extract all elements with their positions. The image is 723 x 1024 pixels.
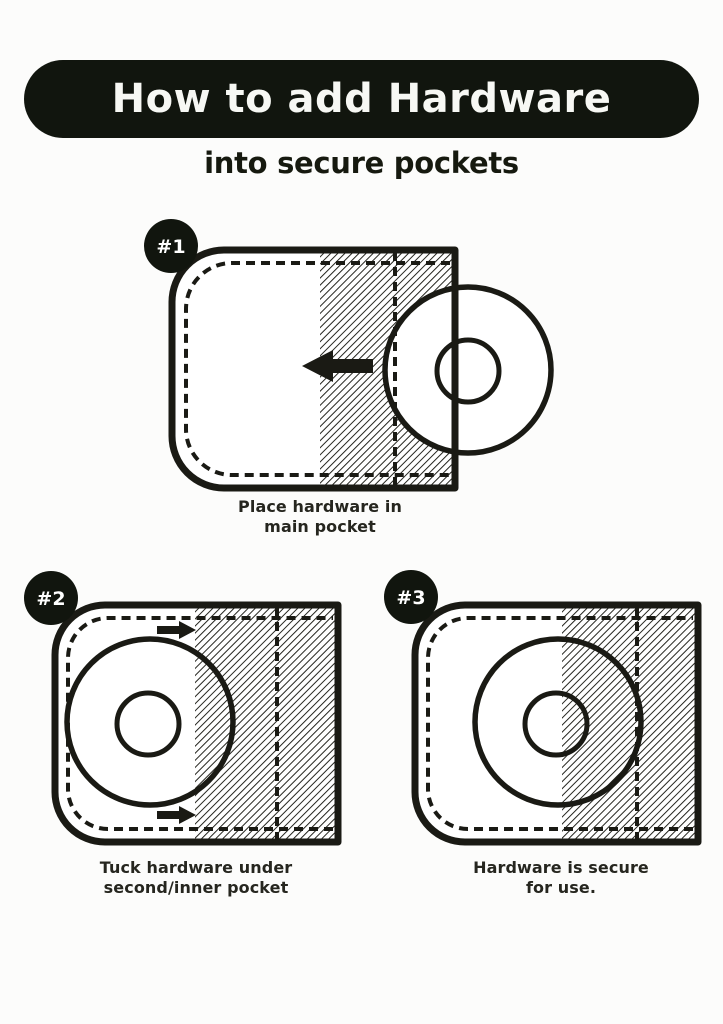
step-3-caption: Hardware is secure for use. xyxy=(473,858,649,897)
step-badge: #2 xyxy=(24,571,78,625)
page-subtitle: into secure pockets xyxy=(204,146,519,180)
pocket-outline xyxy=(168,246,459,492)
step-badge-label: #1 xyxy=(156,236,185,258)
step-1-diagram: #1 xyxy=(144,219,554,492)
arrow-right-icon xyxy=(157,806,196,824)
stitch-line-contour xyxy=(184,261,450,477)
step-2-caption: Tuck hardware under second/inner pocket xyxy=(99,858,293,897)
page-title: How to add Hardware xyxy=(111,76,612,122)
step-3-diagram: #3 xyxy=(384,570,702,846)
hardware-washer xyxy=(472,636,644,808)
arrow-left-icon xyxy=(302,350,373,382)
step-badge-label: #2 xyxy=(36,588,65,610)
arrow-right-icon xyxy=(157,621,196,639)
hardware-washer xyxy=(64,636,236,808)
hardware-washer xyxy=(382,284,554,456)
pocket-outline xyxy=(411,601,702,846)
pocket-outline xyxy=(51,601,342,846)
step-badge-label: #3 xyxy=(396,587,425,609)
step-badge: #1 xyxy=(144,219,198,273)
step-1-caption: Place hardware in main pocket xyxy=(238,497,402,536)
stitch-line-contour xyxy=(426,616,693,831)
inner-pocket-hatch xyxy=(195,605,338,842)
step-2-diagram: #2 xyxy=(24,571,342,846)
step-badge: #3 xyxy=(384,570,438,624)
title-banner: How to add Hardware xyxy=(24,60,699,138)
